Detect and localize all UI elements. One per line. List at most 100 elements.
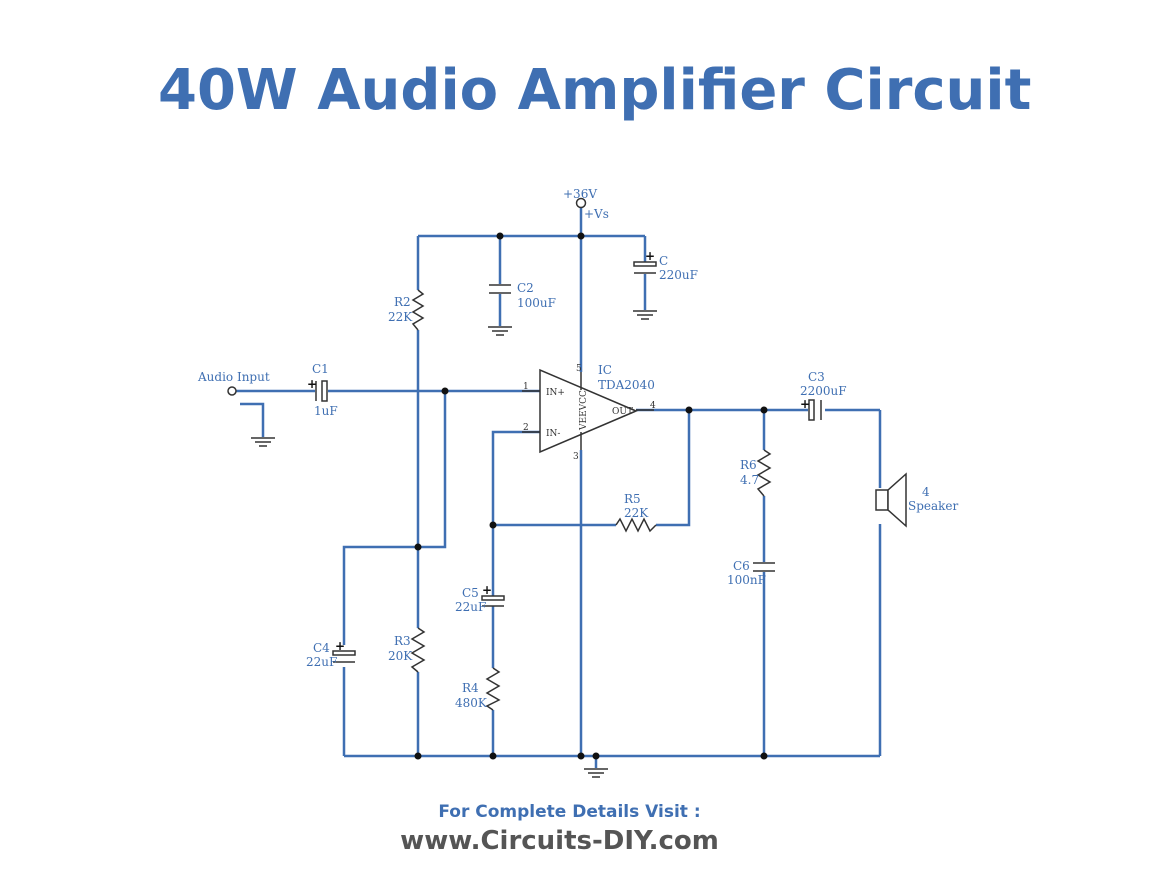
c5-ref: C5 (462, 586, 479, 600)
op-amp-icon (539, 368, 638, 454)
c2-ref: C2 (517, 281, 534, 295)
ground-symbols (251, 310, 657, 778)
polarity-plus-icon: + (482, 583, 492, 597)
wire-in-minus (491, 430, 540, 596)
supply-terminal-icon (575, 197, 587, 209)
junction-dot (414, 543, 422, 551)
junctions (414, 232, 768, 760)
speaker-icon (875, 489, 889, 511)
wire-input-ground (240, 402, 265, 437)
polarity-plus-icon: + (307, 377, 317, 391)
junction-dot (685, 406, 693, 414)
r5-ref: R5 (624, 492, 641, 506)
page-title: 40W Audio Amplifier Circuit (158, 58, 1032, 123)
capacitor-plate (321, 380, 328, 402)
capacitor-c2: C2 100uF (489, 281, 556, 310)
ground-icon (633, 310, 657, 320)
capacitor-c: + C 220uF (633, 249, 698, 282)
speaker: 4 Speaker (875, 472, 959, 528)
junction-dot (592, 752, 600, 760)
capacitor-plate (481, 595, 505, 601)
resistor-icon (485, 667, 501, 711)
audio-input-label: Audio Input (197, 370, 270, 384)
footer-visit-text: For Complete Details Visit : (0, 802, 1153, 822)
resistor-r3: R3 20K (388, 627, 426, 673)
supply-voltage-label: +36V (563, 187, 597, 201)
supply-net-label: +Vs (584, 207, 609, 221)
c6-ref: C6 (733, 559, 750, 573)
c-value: 220uF (659, 268, 698, 282)
resistor-icon (756, 449, 772, 497)
wire-r5-right (656, 410, 691, 527)
resistor-r4: R4 480K (455, 667, 501, 711)
c5-value: 22uF (455, 600, 486, 614)
r5-value: 22K (624, 506, 649, 520)
junction-dot (489, 752, 497, 760)
ic-tda2040: 1 2 3 4 5 IN+ IN- OUT VEEVCC IC TDA2040 (522, 363, 656, 462)
wires (235, 208, 882, 768)
pin-number-4: 4 (650, 401, 656, 411)
r3-ref: R3 (394, 634, 411, 648)
c6-value: 100nF (727, 573, 766, 587)
pin-number-5: 5 (576, 364, 582, 374)
wire-bias (342, 391, 447, 645)
ground-icon (251, 437, 275, 447)
ground-icon (584, 768, 608, 778)
junction-dot (577, 232, 585, 240)
c4-ref: C4 (313, 641, 330, 655)
speaker-ref: 4 (922, 485, 930, 499)
pin-number-2: 2 (523, 423, 529, 433)
capacitor-plate (633, 261, 657, 267)
capacitor-c4: + C4 22uF (306, 639, 356, 669)
footer-visit-label: For Complete Details Visit : (438, 802, 701, 822)
input-terminal-icon (227, 386, 237, 396)
r6-ref: R6 (740, 458, 757, 472)
r2-ref: R2 (394, 295, 411, 309)
capacitor-c6: C6 100nF (727, 559, 775, 587)
resistor-r2: R2 22K (388, 289, 425, 331)
junction-dot (577, 752, 585, 760)
capacitor-c5: + C5 22uF (455, 583, 505, 614)
ic-supply-label: VEEVCC (579, 390, 589, 431)
r3-value: 20K (388, 649, 413, 663)
polarity-plus-icon: + (645, 249, 655, 263)
r6-value: 4.7 (740, 473, 759, 487)
capacitor-c3: + C3 2200uF (800, 370, 847, 421)
r4-ref: R4 (462, 681, 479, 695)
speaker-cone-icon (887, 472, 907, 528)
ic-in-minus-label: IN- (546, 429, 560, 439)
footer-url-link[interactable]: www.Circuits-DIY.com (400, 826, 719, 856)
ground-icon (488, 326, 512, 336)
c-ref: C (659, 254, 668, 268)
resistor-icon (411, 289, 425, 331)
supply-terminal: +36V +Vs (563, 187, 609, 221)
ic-part: TDA2040 (598, 378, 655, 392)
junction-dot (441, 387, 449, 395)
c1-value: 1uF (314, 404, 338, 418)
ic-out-label: OUT (612, 407, 633, 417)
footer-url[interactable]: www.Circuits-DIY.com (0, 826, 1153, 856)
pin-number-3: 3 (573, 452, 579, 462)
resistor-icon (410, 627, 426, 673)
junction-dot (496, 232, 504, 240)
r4-value: 480K (455, 696, 488, 710)
speaker-value: Speaker (908, 499, 959, 513)
capacitor-plate (332, 650, 356, 656)
r2-value: 22K (388, 310, 413, 324)
polarity-plus-icon: + (335, 639, 345, 653)
junction-dot (489, 521, 497, 529)
c3-ref: C3 (808, 370, 825, 384)
ic-ref: IC (598, 363, 612, 377)
audio-input-terminal: Audio Input (197, 370, 270, 396)
c2-value: 100uF (517, 296, 556, 310)
capacitor-c1: + C1 1uF (307, 362, 338, 418)
capacitor-plate (808, 399, 815, 421)
ic-in-plus-label: IN+ (546, 388, 565, 398)
resistor-r5: R5 22K (615, 492, 657, 533)
c1-ref: C1 (312, 362, 329, 376)
polarity-plus-icon: + (800, 397, 810, 411)
junction-dot (760, 752, 768, 760)
c4-value: 22uF (306, 655, 337, 669)
pin-number-1: 1 (523, 382, 529, 392)
